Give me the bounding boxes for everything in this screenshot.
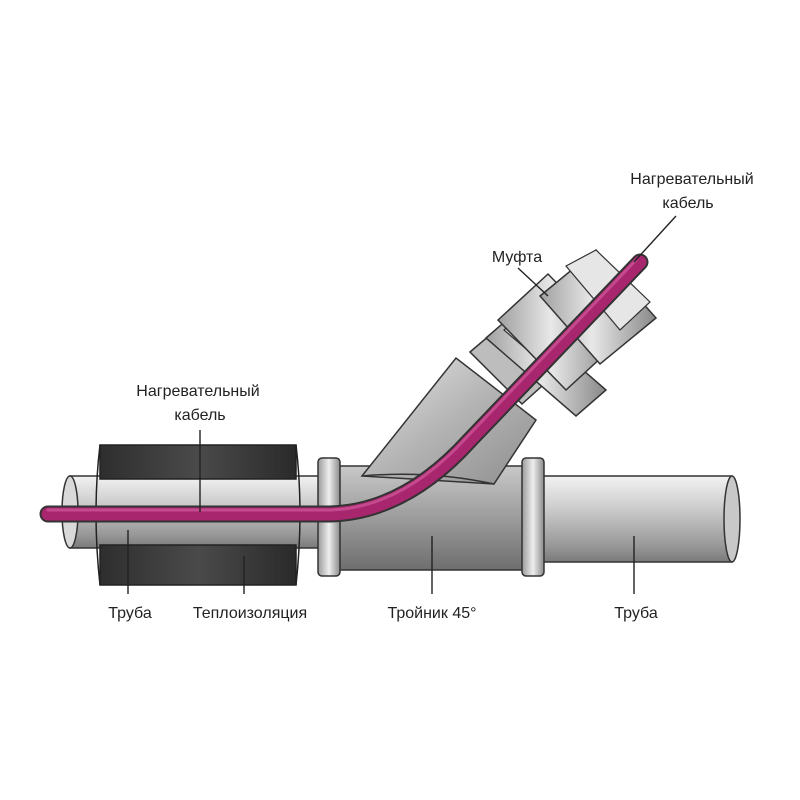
label-heating-cable-left-line2: кабель xyxy=(174,407,225,424)
label-pipe-right: Труба xyxy=(614,605,658,622)
tee-45-fitting xyxy=(317,356,545,577)
pipe-right xyxy=(539,475,741,563)
coupling xyxy=(468,248,658,417)
leader-lines xyxy=(127,215,677,594)
heating-cable xyxy=(39,253,649,523)
label-tee-45: Тройник 45° xyxy=(387,605,476,622)
label-heating-cable-left-line1: Нагревательный xyxy=(136,383,259,400)
label-insulation: Теплоизоляция xyxy=(193,605,307,622)
label-heating-cable-top-line1: Нагревательный xyxy=(630,171,753,188)
label-heating-cable-top-line2: кабель xyxy=(662,195,713,212)
label-coupling: Муфта xyxy=(492,249,542,266)
label-pipe-left: Труба xyxy=(108,605,152,622)
thermal-insulation xyxy=(95,444,301,586)
